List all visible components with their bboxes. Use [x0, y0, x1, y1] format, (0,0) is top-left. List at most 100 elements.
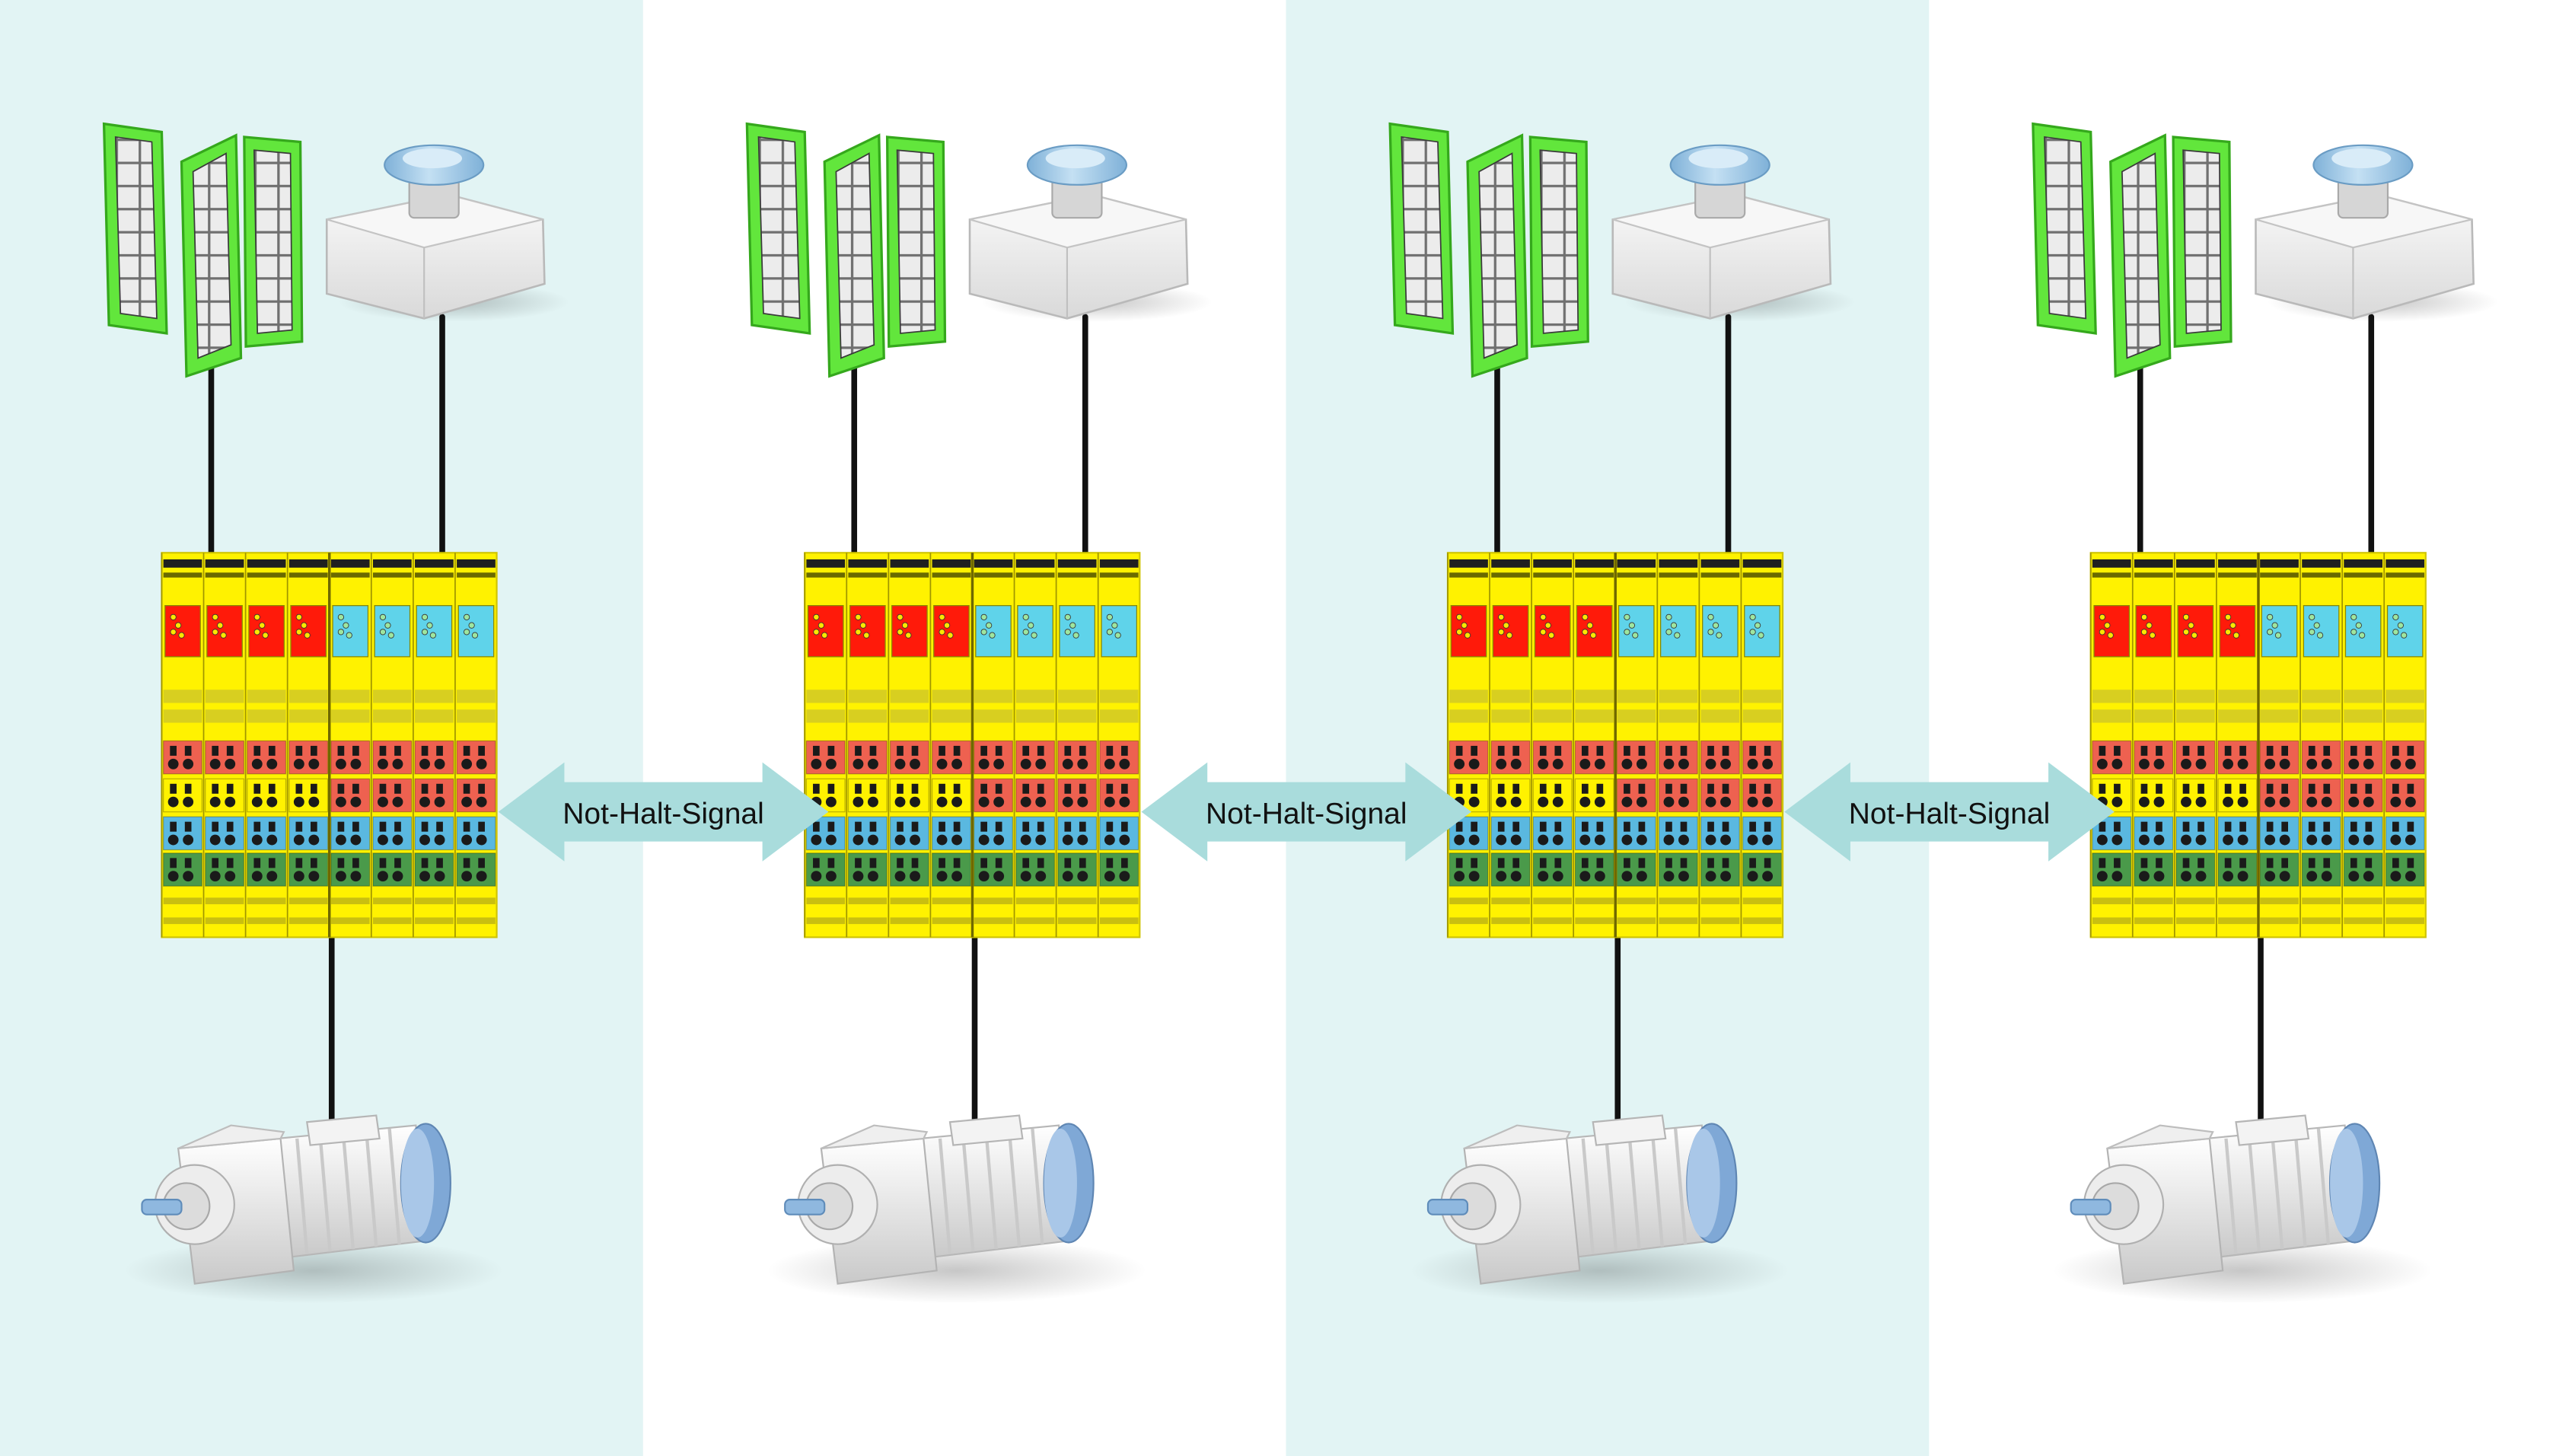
module-bottom-strip	[1617, 897, 1656, 905]
motor-fin	[2224, 1138, 2238, 1254]
terminal-slot	[212, 745, 219, 756]
cables	[208, 314, 2375, 1126]
terminal-screw	[350, 871, 362, 882]
terminal-row	[847, 740, 888, 775]
terminal-slot	[1037, 858, 1044, 868]
terminal-row	[414, 778, 454, 813]
module-led	[1712, 622, 1719, 629]
terminal-slot	[226, 821, 234, 832]
terminal-screw	[2390, 758, 2401, 769]
motor-fin	[2271, 1133, 2284, 1250]
terminal-screw	[266, 834, 278, 846]
motor-fin	[387, 1128, 401, 1244]
terminal-screw	[1510, 796, 1522, 808]
terminal-slot	[855, 858, 862, 868]
module-bottom-strip	[247, 917, 286, 925]
module-bottom-strip	[163, 897, 202, 905]
terminal-screw	[1077, 796, 1088, 808]
geared-motor-icon	[123, 1114, 504, 1304]
terminal-row	[1015, 852, 1056, 887]
terminal-slot	[253, 821, 261, 832]
motor-end-cap-highlight	[1687, 1128, 1720, 1238]
terminal-screw	[2348, 871, 2360, 882]
module-led	[1670, 622, 1678, 629]
terminal-row	[288, 852, 329, 887]
terminal-slot	[2323, 745, 2331, 756]
terminal-screw	[1468, 834, 1480, 846]
terminal-slot	[2350, 858, 2357, 868]
terminal-screw	[2279, 871, 2290, 882]
module-top-strip	[1533, 572, 1572, 578]
terminal-screw	[1496, 796, 1507, 808]
module-led	[212, 613, 218, 620]
terminal-screw	[1678, 834, 1689, 846]
module-led	[471, 632, 479, 639]
terminal-screw	[1119, 871, 1130, 882]
terminal-screw	[951, 796, 963, 808]
motor-end-cap-highlight	[400, 1128, 435, 1238]
signal-arrow: Not-Halt-Signal	[498, 762, 829, 862]
terminal-screw	[434, 834, 445, 846]
terminal-slot	[911, 821, 919, 832]
terminal-screw	[1035, 834, 1047, 846]
terminal-screw	[167, 834, 179, 846]
module-led	[980, 629, 987, 636]
module-top-strip	[2386, 559, 2425, 568]
module-led	[2313, 622, 2320, 629]
module-bottom-strip	[1015, 917, 1055, 925]
module-label-strip	[1015, 709, 1055, 723]
terminal-screw	[2405, 758, 2416, 769]
terminal-slot	[1624, 745, 1630, 756]
terminal-screw	[266, 871, 278, 882]
geared-motor-icon	[1410, 1114, 1790, 1304]
module-led	[178, 632, 185, 639]
module-led	[1498, 613, 1505, 620]
module-top-strip	[1099, 572, 1139, 578]
terminal-screw	[1720, 834, 1731, 846]
terminal-screw	[825, 758, 837, 769]
terminal-slot	[478, 745, 485, 756]
terminal-screw	[1747, 758, 1758, 769]
terminal-screw	[1077, 758, 1088, 769]
terminal-row	[247, 778, 287, 813]
terminal-slot	[897, 821, 904, 832]
terminal-screw	[993, 871, 1005, 882]
terminal-slot	[478, 783, 485, 794]
module-led	[859, 622, 867, 629]
terminal-screw	[2279, 834, 2290, 846]
terminal-screw	[2237, 758, 2249, 769]
module-label-strip	[2218, 709, 2257, 723]
terminal-slot	[813, 745, 820, 756]
terminal-slot	[980, 858, 987, 868]
module-bottom-strip	[1575, 917, 1614, 925]
terminal-screw	[1636, 834, 1647, 846]
terminal-slot	[1582, 745, 1589, 756]
terminal-row	[1057, 778, 1098, 813]
motor-fin	[2247, 1136, 2261, 1252]
module-led	[175, 622, 182, 629]
arrow-label: Not-Halt-Signal	[563, 798, 764, 830]
module-bottom-strip	[2386, 917, 2425, 925]
module-bottom-strip	[1491, 917, 1530, 925]
terminal-slot	[1554, 858, 1562, 868]
terminal-screw	[2223, 871, 2234, 882]
module-bottom-strip	[932, 917, 971, 925]
module-bottom-strip	[1057, 897, 1097, 905]
terminal-row	[162, 852, 203, 887]
module-label-strip	[247, 709, 286, 723]
terminal-screw	[225, 796, 236, 808]
terminal-screw	[868, 834, 878, 846]
double-arrow-shape	[1141, 762, 1472, 862]
terminal-slot	[1596, 858, 1604, 868]
module-led	[379, 629, 387, 636]
light-curtain-mesh	[192, 152, 232, 359]
terminal-slot	[352, 821, 359, 832]
terminal-slot	[827, 783, 835, 794]
module-top-strip	[932, 559, 971, 568]
module-top-strip	[163, 572, 202, 578]
light-curtain-mesh	[114, 135, 158, 320]
module-bottom-strip	[457, 897, 496, 905]
module-top-strip	[890, 559, 929, 568]
terminal-row	[330, 816, 371, 851]
estop-cap-highlight	[2331, 148, 2392, 169]
